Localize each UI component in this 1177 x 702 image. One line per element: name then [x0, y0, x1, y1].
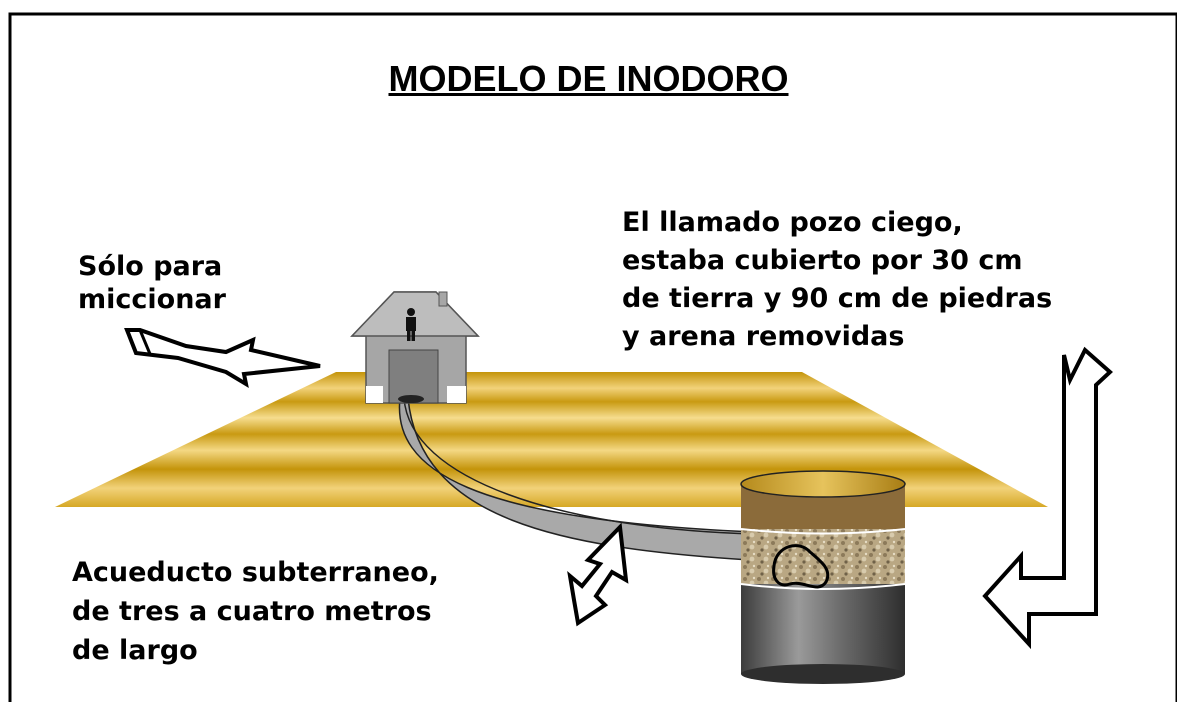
label-line: Acueducto subterraneo, [72, 557, 439, 588]
label-blind-pit: El llamado pozo ciego, estaba cubierto p… [622, 204, 1052, 356]
label-line: estaba cubierto por 30 cm [622, 245, 1023, 276]
arrow-aqueduct [567, 522, 629, 627]
label-line: de tierra y 90 cm de piedras [622, 283, 1053, 314]
label-line: y arena removidas [622, 321, 905, 352]
label-line: de tres a cuatro metros [72, 596, 432, 627]
pipe-line [403, 397, 753, 535]
house-chimney [438, 291, 448, 307]
frame-border [8, 12, 1177, 702]
arrow-pit [982, 346, 1113, 650]
diagram-title: MODELO DE INODORO [388, 58, 789, 99]
house-door [388, 349, 439, 404]
arrow-urinate [124, 328, 321, 389]
label-line: miccionar [78, 284, 226, 315]
label-underground-aqueduct: Acueducto subterraneo, de tres a cuatro … [72, 553, 439, 670]
toilet-hole [398, 395, 424, 403]
pit-top [740, 470, 906, 498]
person-icon [406, 308, 416, 341]
label-line: El llamado pozo ciego, [622, 207, 963, 238]
pit-stone-layer [741, 529, 905, 584]
pit-cavity [772, 544, 830, 589]
label-line: Sólo para [78, 251, 223, 282]
pit [740, 470, 906, 684]
label-line: de largo [72, 635, 198, 666]
label-urinate-only: Sólo para miccionar [78, 250, 226, 316]
house [350, 291, 480, 404]
